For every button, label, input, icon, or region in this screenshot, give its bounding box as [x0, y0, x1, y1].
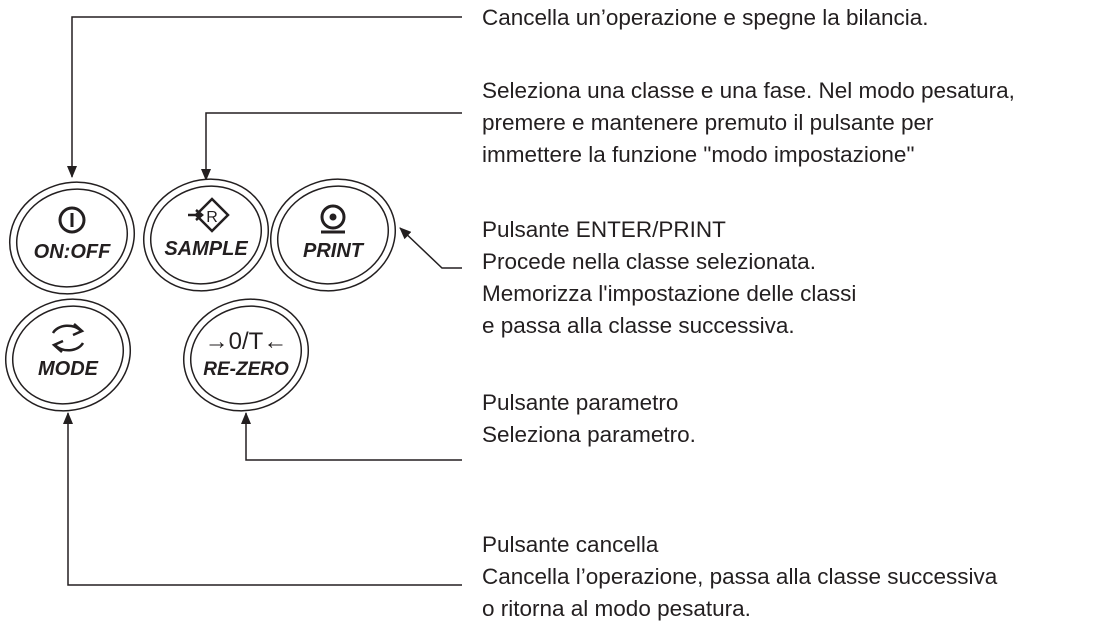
description-line: Seleziona una classe e una fase. Nel mod…	[482, 78, 1015, 103]
sample-leader-line	[201, 112, 462, 181]
description-line: Pulsante ENTER/PRINT	[482, 217, 726, 242]
onoff-button[interactable]: ON:OFF	[0, 166, 149, 310]
mode-leader-line	[63, 412, 462, 586]
rezero-button[interactable]: →0/T← RE-ZERO	[169, 283, 323, 427]
rezero-label: RE-ZERO	[203, 359, 289, 380]
power-icon	[58, 206, 86, 234]
onoff-description: Cancella un’operazione e spegne la bilan…	[482, 2, 929, 34]
sample-button[interactable]: R SAMPLE	[129, 163, 283, 307]
description-line: Seleziona parametro.	[482, 422, 696, 447]
rezero-leader-line	[241, 412, 462, 461]
description-line: Pulsante parametro	[482, 390, 679, 415]
description-line: Procede nella classe selezionata.	[482, 249, 816, 274]
sample-description: Seleziona una classe e una fase. Nel mod…	[482, 75, 1015, 171]
rezero-symbol: →0/T←	[205, 328, 288, 355]
print-leader-line	[399, 227, 462, 269]
description-line: premere e mantenere premuto il pulsante …	[482, 110, 934, 135]
onoff-label: ON:OFF	[34, 241, 111, 263]
sample-icon-letter: R	[206, 209, 218, 226]
print-button[interactable]: PRINT	[256, 163, 410, 307]
description-line: Cancella un’operazione e spegne la bilan…	[482, 5, 929, 30]
description-line: Cancella l’operazione, passa alla classe…	[482, 564, 998, 589]
onoff-leader-line	[67, 16, 462, 178]
cycle-icon	[51, 323, 85, 353]
sample-label: SAMPLE	[164, 238, 248, 260]
mode-button[interactable]: MODE	[0, 283, 145, 427]
mode-label: MODE	[38, 358, 99, 380]
print-description: Pulsante ENTER/PRINT Procede nella class…	[482, 214, 856, 342]
print-icon	[320, 204, 346, 234]
sample-icon: R	[188, 197, 230, 233]
description-line: immettere la funzione "modo impostazione…	[482, 142, 915, 167]
rezero-description: Pulsante parametro Seleziona parametro.	[482, 387, 696, 451]
description-line: e passa alla classe successiva.	[482, 313, 795, 338]
print-label: PRINT	[303, 240, 365, 262]
mode-description: Pulsante cancella Cancella l’operazione,…	[482, 529, 997, 625]
description-line: Pulsante cancella	[482, 532, 659, 557]
description-line: Memorizza l'impostazione delle classi	[482, 281, 857, 306]
description-line: o ritorna al modo pesatura.	[482, 596, 751, 621]
